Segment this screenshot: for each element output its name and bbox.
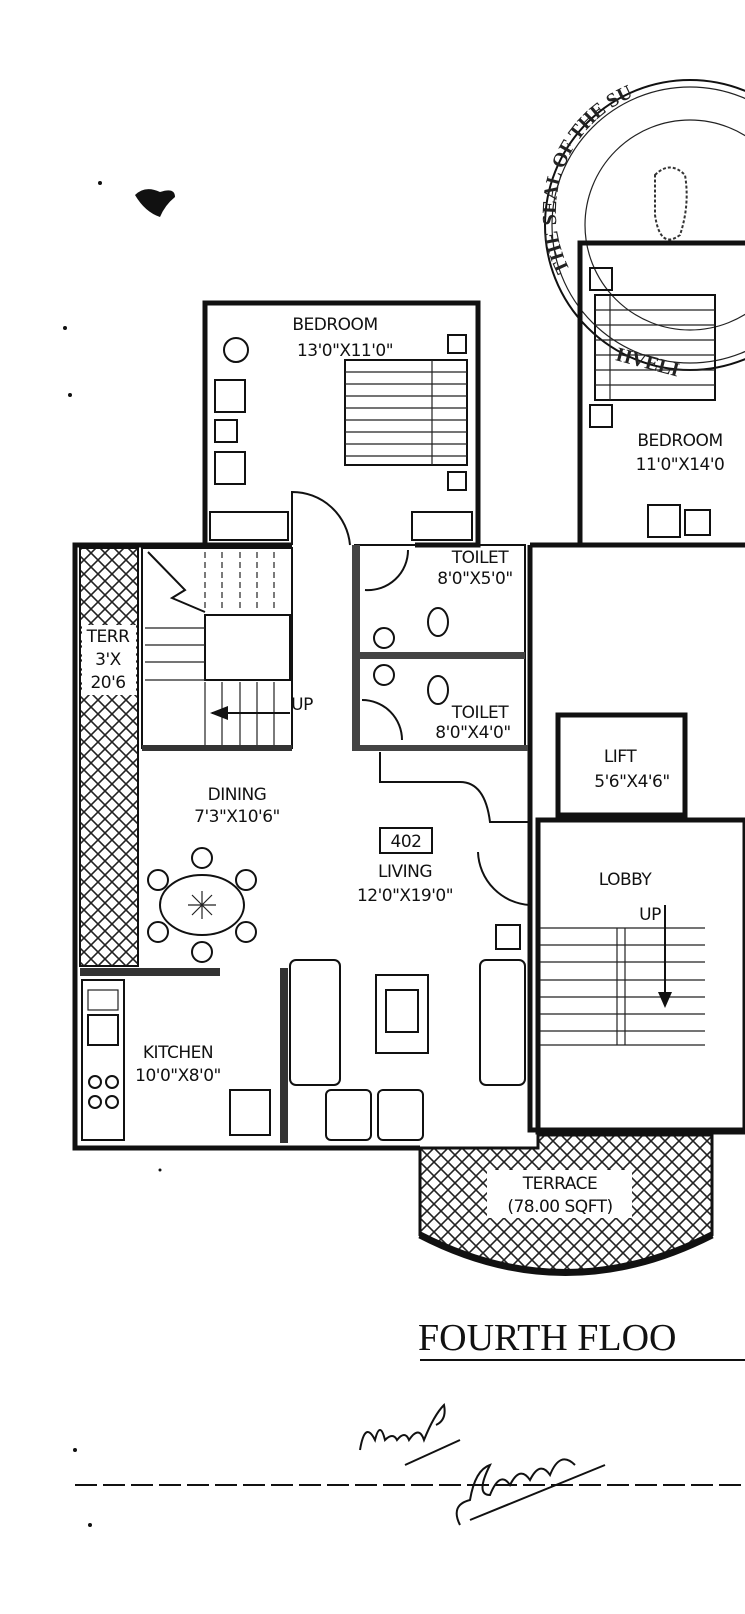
signatures (359, 1402, 606, 1526)
terrace-front-name: TERRACE (522, 1174, 598, 1194)
terrace-side-size-1: 3'X (95, 650, 121, 670)
lift-size: 5'6"X4'6" (594, 772, 669, 792)
kitchen-size: 10'0"X8'0" (135, 1066, 221, 1086)
lift-name: LIFT (604, 747, 637, 767)
bedroom-right-name: BEDROOM (637, 431, 722, 451)
kitchen-name: KITCHEN (143, 1043, 213, 1063)
toilets: TOILET 8'0"X5'0" TOILET 8'0"X4'0" (352, 544, 528, 751)
floor-title: FOURTH FLOO (418, 1317, 676, 1359)
living-size: 12'0"X19'0" (357, 886, 453, 906)
lobby-name: LOBBY (599, 870, 653, 890)
stair-up-label: UP (291, 695, 313, 715)
terrace-side-label: TERR (86, 627, 130, 647)
terrace-side-size-2: 20'6 (90, 673, 125, 693)
toilet-1-size: 8'0"X5'0" (437, 569, 512, 589)
toilet-2-name: TOILET (451, 703, 509, 723)
dining-size: 7'3"X10'6" (194, 807, 280, 827)
toilet-1-name: TOILET (451, 548, 509, 568)
bedroom-main-size: 13'0"X11'0" (297, 341, 393, 361)
kitchen: KITCHEN 10'0"X8'0" (80, 968, 271, 1141)
bedroom-main: BEDROOM 13'0"X11'0" (202, 300, 481, 548)
bedroom-right: BEDROOM 11'0"X14'0 (577, 240, 745, 545)
side-terrace: TERR 3'X 20'6 (79, 547, 139, 967)
unit-number: 402 (391, 832, 422, 852)
bedroom-main-name: BEDROOM (292, 315, 377, 335)
scan-specks (63, 181, 175, 1527)
dining-name: DINING (208, 785, 267, 805)
lift-lobby: LIFT 5'6"X4'6" LOBBY UP (535, 712, 745, 1135)
unit-number-box (379, 827, 433, 854)
toilet-2-size: 8'0"X4'0" (435, 723, 510, 743)
internal-staircase: UP (141, 547, 314, 751)
front-terrace: TERRACE (78.00 SQFT) (418, 1133, 714, 1276)
lobby-stair-up-label: UP (639, 905, 661, 925)
bedroom-right-size: 11'0"X14'0 (636, 455, 725, 475)
living-dining: DINING 7'3"X10'6" 402 LIVING 12'0"X19'0" (147, 752, 531, 1143)
terrace-front-area: (78.00 SQFT) (507, 1197, 612, 1217)
seal-bottom-text: HVELI (614, 344, 682, 382)
living-name: LIVING (378, 862, 432, 882)
